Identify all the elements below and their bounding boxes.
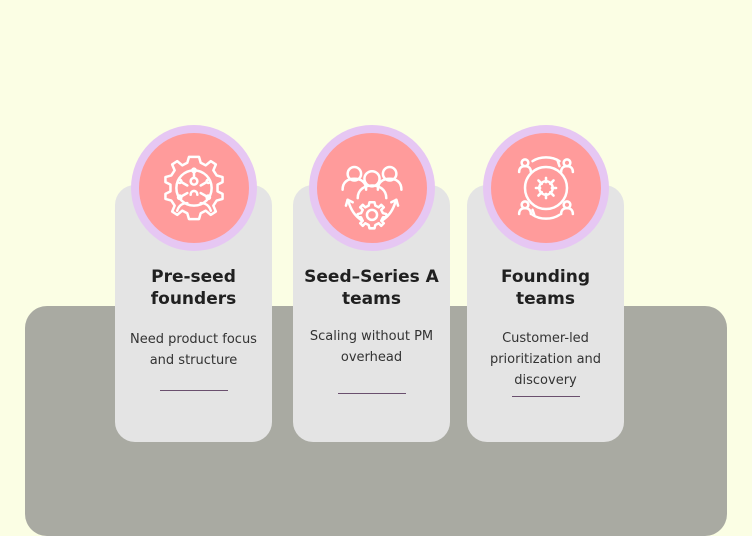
icon-ring [482, 125, 609, 251]
card-divider [337, 393, 406, 394]
card-description: Scaling without PM overhead [305, 326, 438, 368]
card-title: Founding teams [477, 266, 614, 310]
icon-ring [130, 125, 257, 251]
customer-cycle-icon [517, 156, 574, 220]
card-seed-series-a-teams: Seed–Series A teams Scaling without PM o… [293, 125, 450, 442]
card-description-line: Customer-led [502, 331, 589, 346]
card-title-line: founders [150, 289, 237, 309]
card-description-line: Need product focus [130, 332, 257, 347]
card-title-line: Seed–Series A [304, 267, 439, 287]
team-gear-icon [340, 165, 403, 230]
card-description-line: Scaling without PM [309, 329, 434, 344]
card-title-line: teams [342, 289, 401, 309]
card-description-line: prioritization and [489, 352, 602, 367]
icon-disc [138, 133, 249, 243]
icon-disc [490, 133, 601, 243]
card-title-line: Pre-seed [151, 267, 236, 287]
card-title-line: Founding [500, 267, 591, 287]
card-description-line: overhead [340, 350, 403, 365]
card-description: Need product focus and structure [127, 329, 260, 371]
card-founding-teams: Founding teams Customer-led prioritizati… [467, 125, 624, 442]
card-divider [511, 396, 580, 397]
icon-disc [316, 133, 427, 243]
card-pre-seed-founders: Pre-seed founders Need product focus and… [115, 125, 272, 442]
icon-ring [308, 125, 435, 251]
card-title: Pre-seed founders [125, 266, 262, 310]
gear-circuit-icon [163, 155, 224, 221]
card-divider [159, 390, 228, 391]
card-description-line: discovery [514, 373, 577, 388]
card-description: Customer-led prioritization and discover… [479, 328, 612, 391]
card-description-line: and structure [149, 353, 238, 368]
card-title-line: teams [516, 289, 575, 309]
card-title: Seed–Series A teams [303, 266, 440, 310]
